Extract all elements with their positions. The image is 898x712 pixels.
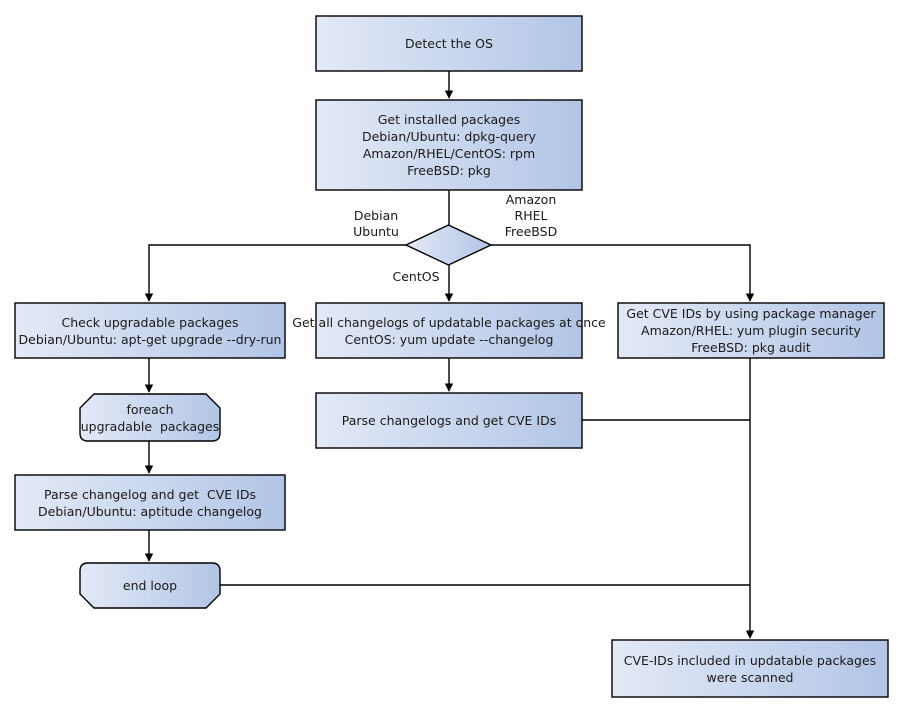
edge-decision-to-check-upgradable bbox=[144, 244, 406, 302]
node-end-loop bbox=[79, 562, 221, 609]
node-get-all-changelogs bbox=[315, 302, 583, 359]
node-foreach-loop-start bbox=[79, 393, 221, 442]
node-cve-ids-scanned bbox=[611, 639, 889, 698]
node-check-upgradable-packages bbox=[14, 302, 286, 359]
node-os-decision bbox=[404, 224, 493, 266]
node-parse-changelog-cve-ids bbox=[14, 474, 286, 531]
edge-decision-to-get-cve-ids bbox=[491, 244, 755, 302]
node-detect-os bbox=[315, 15, 583, 72]
node-parse-changelogs-cve-ids bbox=[315, 392, 583, 449]
node-get-cve-ids-package-manager bbox=[617, 302, 885, 359]
node-get-installed-packages bbox=[315, 99, 583, 191]
